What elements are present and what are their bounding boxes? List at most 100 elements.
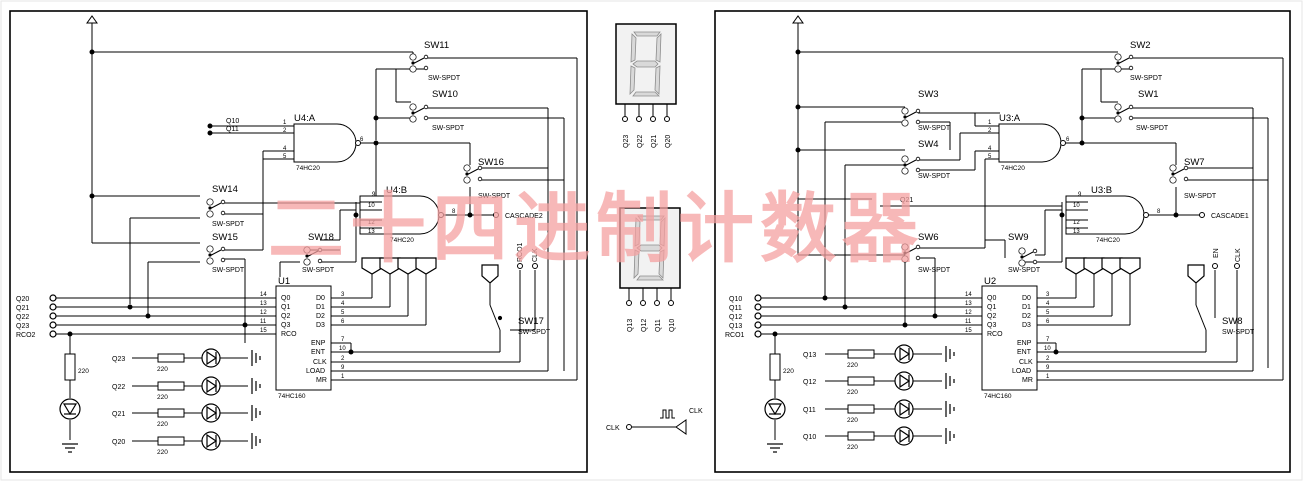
port-label: Q12 [729, 314, 742, 321]
net-label: Q10 [226, 118, 239, 125]
led-label: Q22 [112, 384, 125, 391]
pin-label: D2 [1022, 313, 1031, 320]
switch-type: SW-SPDT [432, 125, 465, 132]
pin-number: 13 [965, 301, 972, 307]
watermark-title: 二十四进制计数器 [268, 184, 924, 273]
resistor-value: 220 [847, 417, 858, 424]
pin-label: CLK [313, 359, 327, 366]
pin-number: 8 [1157, 209, 1161, 215]
pin-number: 15 [260, 328, 267, 334]
pin-number: 3 [1046, 292, 1050, 298]
sw9-switch[interactable] [1018, 247, 1038, 267]
counter-part: 74HC160 [984, 393, 1012, 400]
gate-ref: U4:B [386, 185, 407, 196]
pin-number: 2 [283, 128, 287, 134]
switch-type: SW-SPDT [428, 75, 461, 82]
port-label: Q13 [729, 323, 742, 330]
pin-label: Q0 [987, 295, 996, 302]
switch-type: SW-SPDT [918, 125, 951, 132]
switch-label: SW10 [432, 89, 458, 100]
port-label: Q22 [16, 314, 29, 321]
pin-number: 11 [260, 319, 267, 325]
switch-type: SW-SPDT [1184, 193, 1217, 200]
counter-part: 74HC160 [278, 393, 306, 400]
switch-type: SW-SPDT [478, 193, 511, 200]
pin-label: ENP [1017, 340, 1032, 347]
pin-label: ENT [1017, 349, 1032, 356]
pin-number: 6 [1046, 319, 1050, 325]
sw15-switch[interactable] [206, 245, 226, 265]
switch-label: SW4 [918, 139, 939, 150]
led-icon [201, 403, 221, 423]
clock-source: CLK CLK [606, 408, 703, 435]
switch-type: SW-SPDT [918, 173, 951, 180]
led-icon [894, 344, 914, 364]
resistor-value: 220 [157, 394, 168, 401]
switch-type: SW-SPDT [212, 267, 245, 274]
switch-label: SW15 [212, 232, 238, 243]
net-label: Q21 [900, 197, 913, 204]
switch-label: SW3 [918, 89, 939, 100]
pin-number: 2 [988, 128, 992, 134]
pin-number: 13 [260, 301, 267, 307]
switch-label: SW11 [424, 40, 449, 51]
pin-number: 10 [1073, 203, 1080, 209]
display-pin-label: Q23 [623, 135, 630, 148]
switch-label: SW8 [1222, 316, 1243, 327]
switch-label: SW7 [1184, 157, 1205, 168]
sw4-switch[interactable] [901, 155, 921, 175]
port-label: Q23 [16, 323, 29, 330]
part-label: 74HC20 [1096, 237, 1120, 244]
pin-label: D2 [316, 313, 325, 320]
pin-label: LOAD [306, 368, 325, 375]
pin-label: ENT [311, 349, 326, 356]
switch-type: SW-SPDT [918, 267, 951, 274]
display-pin-label: Q13 [627, 319, 634, 332]
pin-label: CLK [1019, 359, 1033, 366]
led-icon [894, 371, 914, 391]
rco2-led-icon [59, 398, 81, 420]
led-label: Q10 [803, 434, 816, 441]
sw14-switch[interactable] [206, 198, 226, 218]
sw3-switch[interactable] [901, 107, 921, 127]
gate-ref: U3:A [999, 113, 1021, 124]
switch-label: SW14 [212, 184, 238, 195]
sw1-switch[interactable] [1114, 103, 1134, 123]
pin-number: 12 [965, 310, 972, 316]
switch-label: SW9 [1008, 232, 1029, 243]
part-label: 74HC20 [1001, 165, 1025, 172]
cascade-label: CASCADE1 [1211, 213, 1249, 220]
display-pin-label: Q20 [665, 135, 672, 148]
clk-port-label: CLK [606, 425, 620, 432]
pin-number: 13 [368, 229, 375, 235]
pin-number: 1 [988, 120, 992, 126]
clk-gen-label: CLK [689, 408, 703, 415]
pin-number: 10 [339, 346, 346, 352]
switch-type: SW-SPDT [1222, 329, 1255, 336]
led-label: Q23 [112, 356, 125, 363]
pin-number: 12 [260, 310, 267, 316]
pin-number: 14 [260, 292, 267, 298]
display-pin-label: Q10 [669, 319, 676, 332]
pin-label: MR [1022, 377, 1033, 384]
pin-number: 9 [341, 365, 345, 371]
switch-type: SW-SPDT [1008, 267, 1041, 274]
pin-number: 6 [360, 137, 364, 143]
pin-number: 1 [283, 120, 287, 126]
pin-number: 8 [452, 209, 456, 215]
ground-icon [945, 427, 955, 445]
resistor-value: 220 [157, 366, 168, 373]
display-pin-label: Q11 [655, 319, 662, 332]
pin-number: 5 [1046, 310, 1050, 316]
port-label: Q20 [16, 296, 29, 303]
en-label: EN [1213, 248, 1220, 258]
sw10-switch[interactable] [409, 103, 429, 123]
clk-label: CLK [532, 248, 539, 262]
pin-number: 5 [283, 154, 287, 160]
part-label: 74HC20 [296, 165, 320, 172]
gate-ref: U3:B [1091, 185, 1112, 196]
resistor-value: 220 [847, 444, 858, 451]
pin-number: 11 [965, 319, 972, 325]
right-circuit [761, 15, 1284, 441]
